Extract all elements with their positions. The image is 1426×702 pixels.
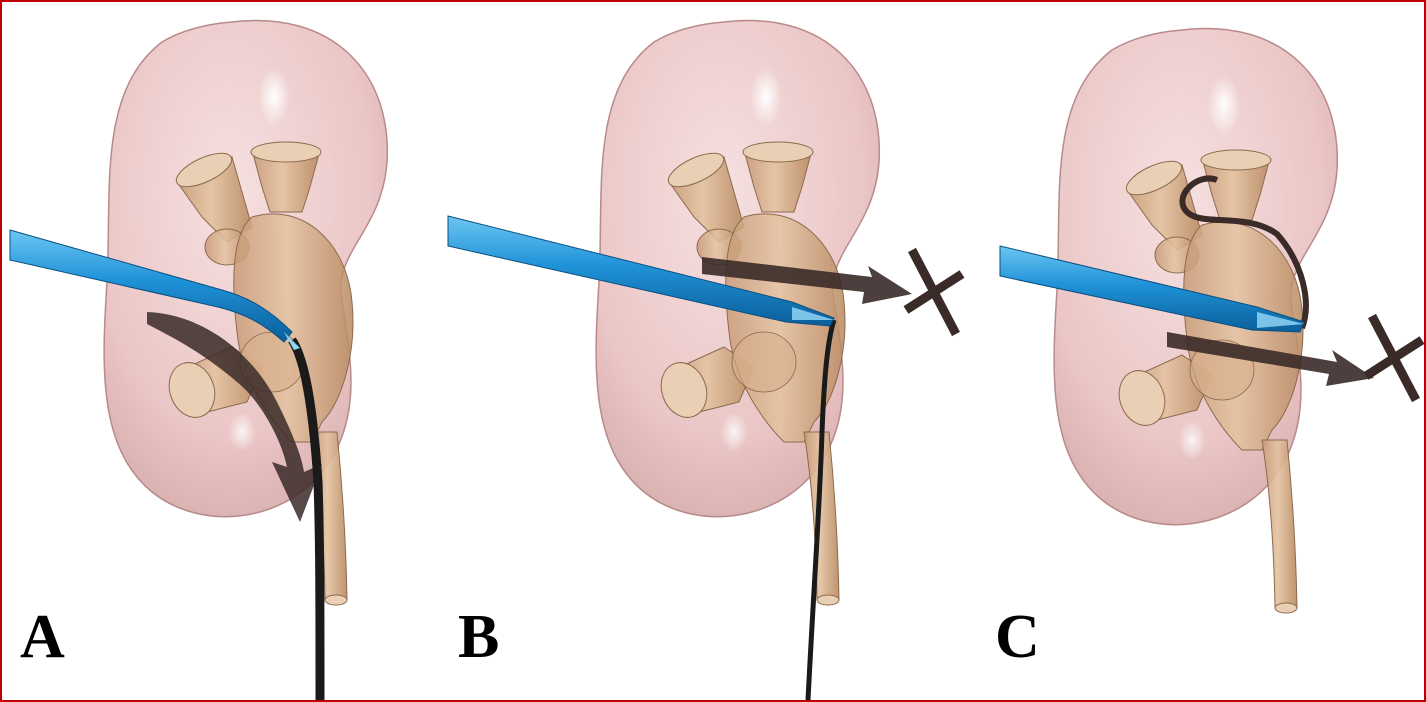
panel-label-b: B (458, 606, 499, 668)
panel-c (1000, 29, 1422, 613)
blocked-cross-c (1366, 316, 1422, 400)
blocked-cross-b (906, 250, 962, 334)
panel-a (10, 21, 387, 700)
panel-b (448, 21, 962, 700)
panel-label-c: C (995, 606, 1040, 668)
panel-label-a: A (20, 606, 65, 668)
kidney-illustration-b (596, 21, 879, 605)
